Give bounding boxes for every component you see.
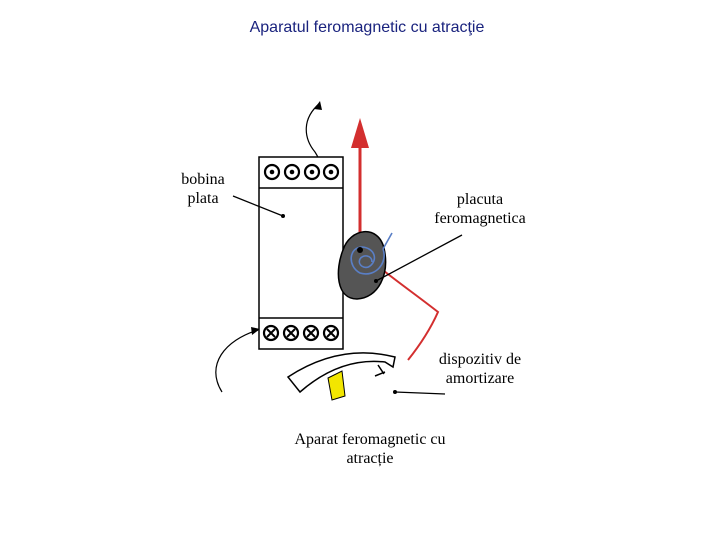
plate-leader xyxy=(375,234,463,282)
diagram-caption: Aparat feromagnetic cu atracție xyxy=(294,431,446,467)
ferromagnetic-plate xyxy=(337,230,393,300)
leader-lines xyxy=(232,195,463,395)
terminal-bottom-1 xyxy=(262,324,280,342)
damper-leader xyxy=(394,391,446,395)
plate-label: placuta feromagnetica xyxy=(434,191,526,227)
terminal-top-2 xyxy=(283,163,301,181)
damper-label: dispozitiv de amortizare xyxy=(438,351,522,387)
bottom-lead-wire xyxy=(215,327,260,393)
terminal-bottom-4 xyxy=(322,324,340,342)
damping-chamber xyxy=(286,352,396,401)
top-terminals xyxy=(263,163,340,181)
damping-vane xyxy=(327,370,346,401)
coil-leader xyxy=(232,195,284,217)
terminal-top-4 xyxy=(322,163,340,181)
terminal-bottom-2 xyxy=(282,324,300,342)
bottom-terminals xyxy=(262,324,340,342)
coil-label: bobina plata xyxy=(181,171,225,207)
terminal-top-1 xyxy=(263,163,281,181)
flat-coil xyxy=(258,156,344,350)
terminal-bottom-3 xyxy=(302,324,320,342)
page-title: Aparatul feromagnetic cu atracţie xyxy=(249,19,485,36)
terminal-top-3 xyxy=(303,163,321,181)
